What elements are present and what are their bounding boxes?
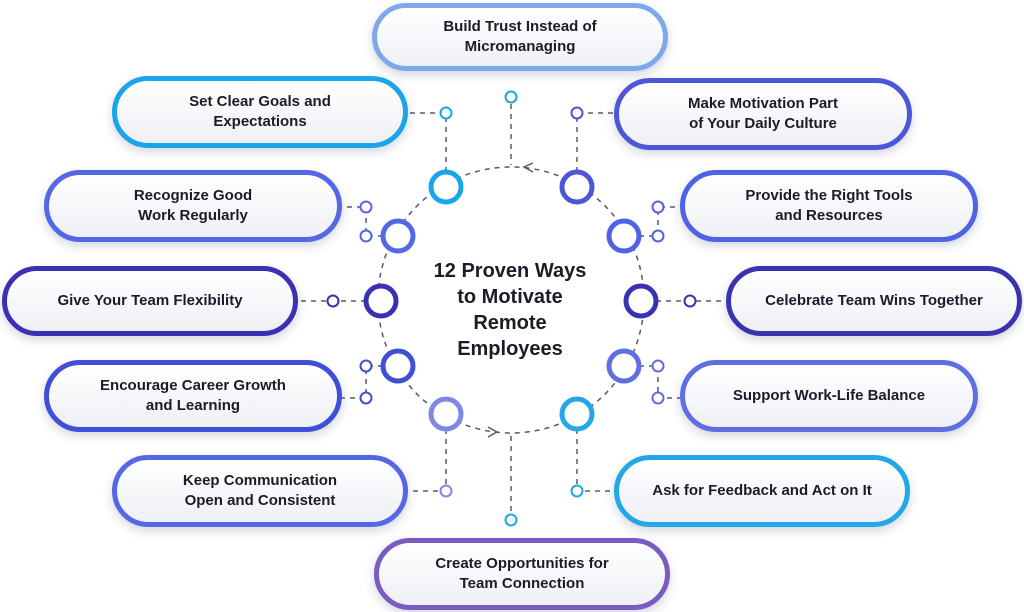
endpoint-dot: [504, 90, 518, 104]
connector-line: [408, 112, 447, 172]
connector-line: [342, 206, 383, 237]
endpoint-dot: [359, 229, 373, 243]
pill-recognize-work: Recognize Good Work Regularly: [44, 170, 342, 242]
ring-node: [623, 283, 659, 319]
pill-celebrate-wins: Celebrate Team Wins Together: [726, 266, 1022, 336]
pill-career-growth: Encourage Career Growth and Learning: [44, 360, 342, 432]
endpoint-dot: [326, 294, 340, 308]
endpoint-dot: [651, 229, 665, 243]
connector-line: [639, 206, 680, 237]
endpoint-dot: [359, 391, 373, 405]
endpoint-dot: [504, 513, 518, 527]
connector-line: [576, 112, 614, 172]
ring-node: [380, 218, 416, 254]
endpoint-dot: [359, 200, 373, 214]
center-title: 12 Proven Ways to Motivate Remote Employ…: [433, 260, 587, 360]
pill-team-connection: Create Opportunities for Team Connection: [374, 538, 670, 610]
ring-node: [380, 348, 416, 384]
pill-tools-resources: Provide the Right Tools and Resources: [680, 170, 978, 242]
pill-build-trust: Build Trust Instead of Micromanaging: [372, 3, 668, 71]
endpoint-dot: [439, 106, 453, 120]
endpoint-dot: [570, 106, 584, 120]
ring-node: [428, 169, 464, 205]
ring-node: [606, 348, 642, 384]
connector-line: [576, 429, 614, 492]
arrowhead: [487, 426, 499, 438]
pill-work-life-balance: Support Work-Life Balance: [680, 360, 978, 432]
ring-node: [606, 218, 642, 254]
pill-flexibility: Give Your Team Flexibility: [2, 266, 298, 336]
ring-node: [559, 169, 595, 205]
pill-clear-goals: Set Clear Goals and Expectations: [112, 76, 408, 148]
connector-line: [342, 365, 383, 399]
pill-communication: Keep Communication Open and Consistent: [112, 455, 408, 527]
endpoint-dot: [683, 294, 697, 308]
connector-line: [408, 429, 447, 492]
pill-motivation-culture: Make Motivation Part of Your Daily Cultu…: [614, 78, 912, 150]
ring-node: [428, 396, 464, 432]
endpoint-dot: [439, 484, 453, 498]
pill-feedback: Ask for Feedback and Act on It: [614, 455, 910, 527]
ring-node: [559, 396, 595, 432]
endpoint-dot: [651, 359, 665, 373]
endpoint-dot: [651, 391, 665, 405]
endpoint-dot: [570, 484, 584, 498]
connector-line: [639, 365, 680, 399]
ring-node: [363, 283, 399, 319]
endpoint-dot: [359, 359, 373, 373]
endpoint-dot: [651, 200, 665, 214]
arrowhead: [522, 162, 534, 173]
